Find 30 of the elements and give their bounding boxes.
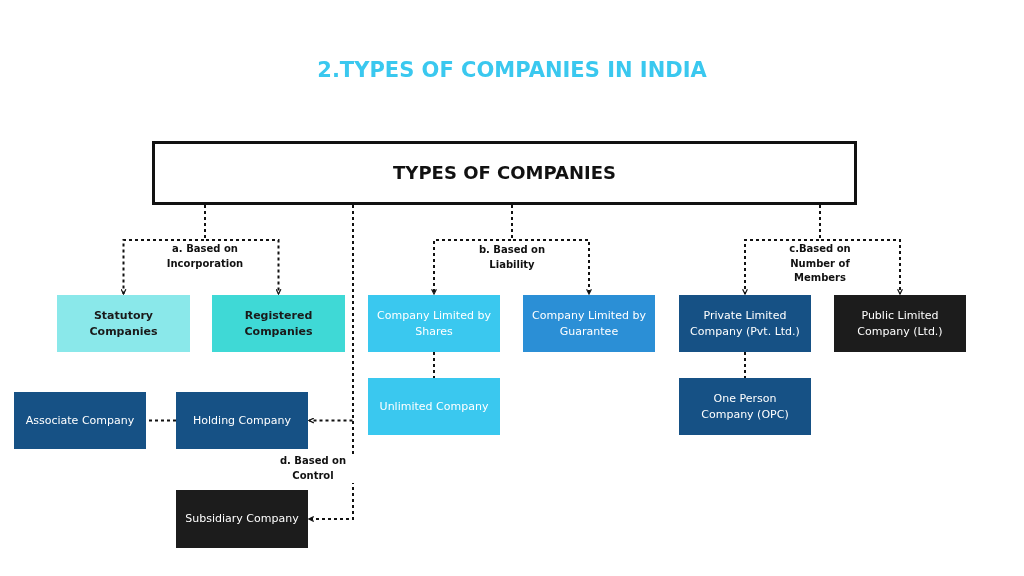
- node-text: Holding Company: [193, 412, 291, 429]
- arrow: [511, 204, 592, 295]
- node-text: Public Limited Company (Ltd.): [856, 308, 944, 339]
- category-box: [523, 295, 655, 352]
- node-text: TYPES OF COMPANIES: [393, 161, 616, 186]
- arrow: [308, 204, 354, 522]
- category-box: [57, 295, 190, 352]
- arrow: [819, 204, 903, 295]
- node-text: Company Limited by Guarantee: [531, 308, 647, 339]
- node-text: Company Limited by Shares: [376, 308, 492, 339]
- node-text: Subsidiary Company: [185, 511, 299, 527]
- node-text: One Person Company (OPC): [700, 391, 790, 422]
- category-box: [14, 392, 146, 449]
- category-box: [679, 295, 811, 352]
- category-box: [834, 295, 966, 352]
- category-box: [679, 378, 811, 435]
- category-box: [176, 392, 308, 449]
- category-box: [368, 295, 500, 352]
- category-header-box: [152, 141, 857, 205]
- node-text: Registered Companies: [243, 308, 314, 339]
- node-text: Unlimited Company: [379, 398, 489, 415]
- node-text: Statutory Companies: [88, 308, 159, 339]
- category-box: [368, 378, 500, 435]
- category-box: [176, 490, 308, 548]
- title: 2.TYPES OF COMPANIES IN INDIA: [316, 58, 708, 82]
- connector-line: [433, 351, 435, 379]
- node-text: Associate Company: [25, 412, 135, 429]
- category-box: [212, 295, 345, 352]
- node-text: Private Limited Company (Pvt. Ltd.): [689, 308, 801, 339]
- connector-line: [744, 351, 746, 379]
